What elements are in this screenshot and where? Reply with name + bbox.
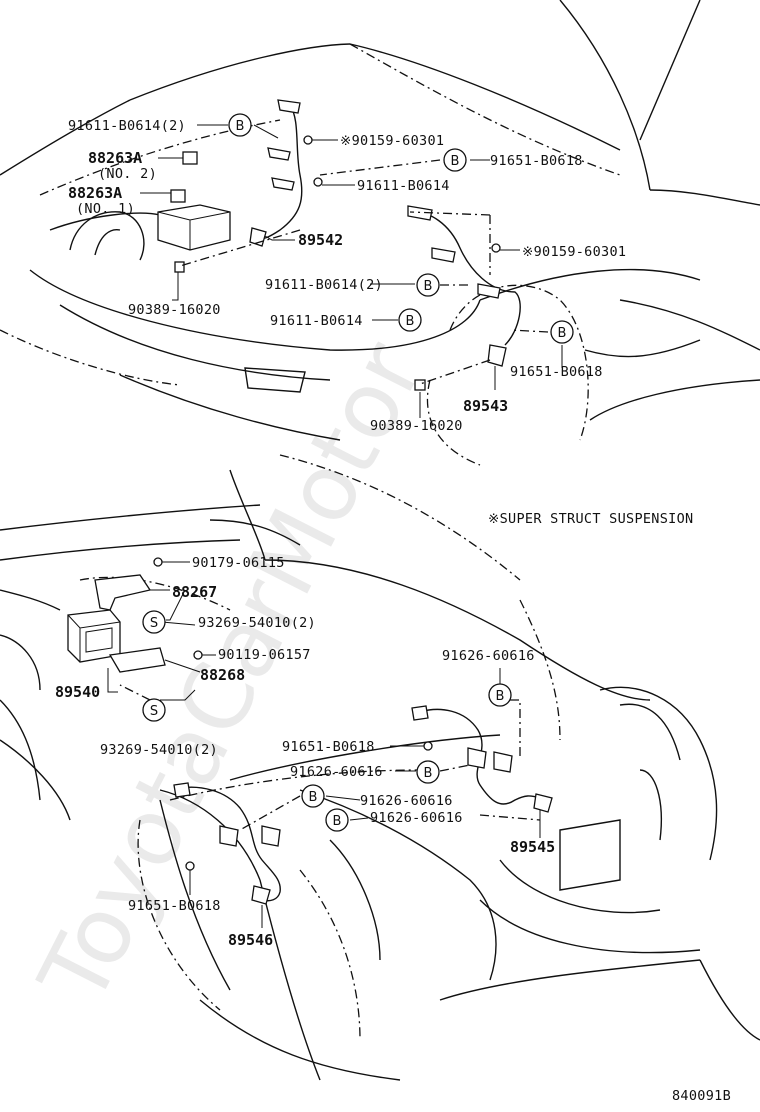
callout-b-circle [325, 808, 349, 832]
callout-s-circle [142, 610, 166, 634]
sensor-89545-icon [533, 793, 553, 813]
clip-icon [414, 379, 426, 391]
callout-b-letter: B [406, 314, 415, 329]
callout-b-letter: B [424, 279, 433, 294]
label-91626-60616-top: 91626-60616 [442, 648, 535, 664]
label-89542: 89542 [298, 231, 343, 249]
callout-b-circle [488, 683, 512, 707]
upper-labels: 91611-B0614(2) 88263A (NO. 2) 88263A (NO… [68, 118, 626, 434]
bracket-88267-icon [94, 574, 152, 611]
upper-circle-callouts: B B B B B [228, 113, 574, 344]
label-no2: (NO. 2) [98, 166, 157, 182]
upper-parts [157, 99, 521, 391]
relay-no2-icon [182, 151, 198, 165]
callout-b-letter: B [309, 790, 318, 805]
callout-b-circle [443, 148, 467, 172]
label-90159-60301-top: ※90159-60301 [340, 133, 444, 149]
bracket-icon [493, 751, 513, 773]
bolt-icon [313, 177, 323, 187]
upper-leaders [140, 124, 563, 418]
bracket-88268-icon [108, 647, 166, 673]
lower-circle-callouts: S S B B B B [142, 610, 512, 832]
callout-b-circle [416, 760, 440, 784]
callout-b-circle [398, 308, 422, 332]
bolt-icon [491, 243, 501, 253]
bracket-icon [261, 825, 281, 847]
diagram-id: 840091B [672, 1088, 731, 1104]
callout-b-letter: B [424, 766, 433, 781]
label-91611-b0614-2-mid: 91611-B0614(2) [265, 277, 383, 293]
label-90179-06115: 90179-06115 [192, 555, 285, 571]
callout-b-circle [228, 113, 252, 137]
bolt-icon [185, 861, 195, 871]
label-88263a-no1: 88263A [68, 184, 122, 202]
callout-b-letter: B [451, 154, 460, 169]
bracket-icon [277, 99, 301, 114]
lower-car-outline [0, 454, 760, 1081]
bolt-icon [423, 741, 433, 751]
bracket-icon [219, 825, 239, 847]
label-91651-b0618-low: 91651-B0618 [128, 898, 221, 914]
label-91611-b0614-mid: 91611-B0614 [357, 178, 450, 194]
lower-labels: 90179-06115 88267 93269-54010(2) 90119-0… [55, 555, 555, 949]
label-91626-60616-b: 91626-60616 [360, 793, 453, 809]
relay-no1-icon [170, 189, 186, 203]
sensor-89546-icon [251, 885, 271, 905]
label-91611-b0614-2-top: 91611-B0614(2) [68, 118, 186, 134]
label-88267: 88267 [172, 583, 217, 601]
callout-b-circle [550, 320, 574, 344]
label-no1: (NO. 1) [76, 201, 135, 217]
nut-icon [153, 557, 163, 567]
upper-car-outline [0, 0, 760, 466]
label-93269-54010-2-low: 93269-54010(2) [100, 742, 218, 758]
bracket-icon [467, 747, 487, 769]
bolt-icon [303, 135, 313, 145]
label-88268: 88268 [200, 666, 245, 684]
connector-icon [411, 705, 429, 721]
callout-b-letter: B [496, 689, 505, 704]
label-91651-b0618-top: 91651-B0618 [490, 153, 583, 169]
label-91626-60616-a: 91626-60616 [290, 764, 383, 780]
lower-parts [67, 557, 553, 905]
label-89546: 89546 [228, 931, 273, 949]
label-89545: 89545 [510, 838, 555, 856]
label-91611-b0614-low: 91611-B0614 [270, 313, 363, 329]
callout-b-letter: B [558, 326, 567, 341]
callout-b-circle [301, 784, 325, 808]
label-91626-60616-c: 91626-60616 [370, 810, 463, 826]
abs-ecu-icon [157, 204, 231, 251]
label-90389-16020-low: 90389-16020 [370, 418, 463, 434]
connector-icon [173, 782, 191, 798]
label-89543: 89543 [463, 397, 508, 415]
label-90159-60301-right: ※90159-60301 [522, 244, 626, 260]
clip-icon [174, 261, 185, 273]
callout-b-letter: B [236, 119, 245, 134]
label-91651-b0618-mid: 91651-B0618 [282, 739, 375, 755]
label-90389-16020-left: 90389-16020 [128, 302, 221, 318]
label-88263a-no2: 88263A [88, 149, 142, 167]
callout-s-letter: S [150, 704, 158, 719]
label-91651-b0618-right: 91651-B0618 [510, 364, 603, 380]
bracket-icon [271, 177, 295, 191]
bracket-icon [431, 247, 456, 263]
label-89540: 89540 [55, 683, 100, 701]
label-90119-06157: 90119-06157 [218, 647, 311, 663]
callout-b-letter: B [333, 814, 342, 829]
callout-s-letter: S [150, 616, 158, 631]
callout-s-circle [142, 698, 166, 722]
sensor-89542-icon [249, 227, 267, 247]
sensor-89543-icon [487, 344, 507, 367]
lower-leaders [107, 561, 541, 928]
callout-b-circle [416, 273, 440, 297]
label-93269-54010-2-top: 93269-54010(2) [198, 615, 316, 631]
super-strut-note: ※SUPER STRUCT SUSPENSION [488, 511, 693, 527]
bolt-icon [193, 650, 203, 660]
bracket-icon [267, 147, 291, 161]
bracket-icon [477, 283, 501, 299]
